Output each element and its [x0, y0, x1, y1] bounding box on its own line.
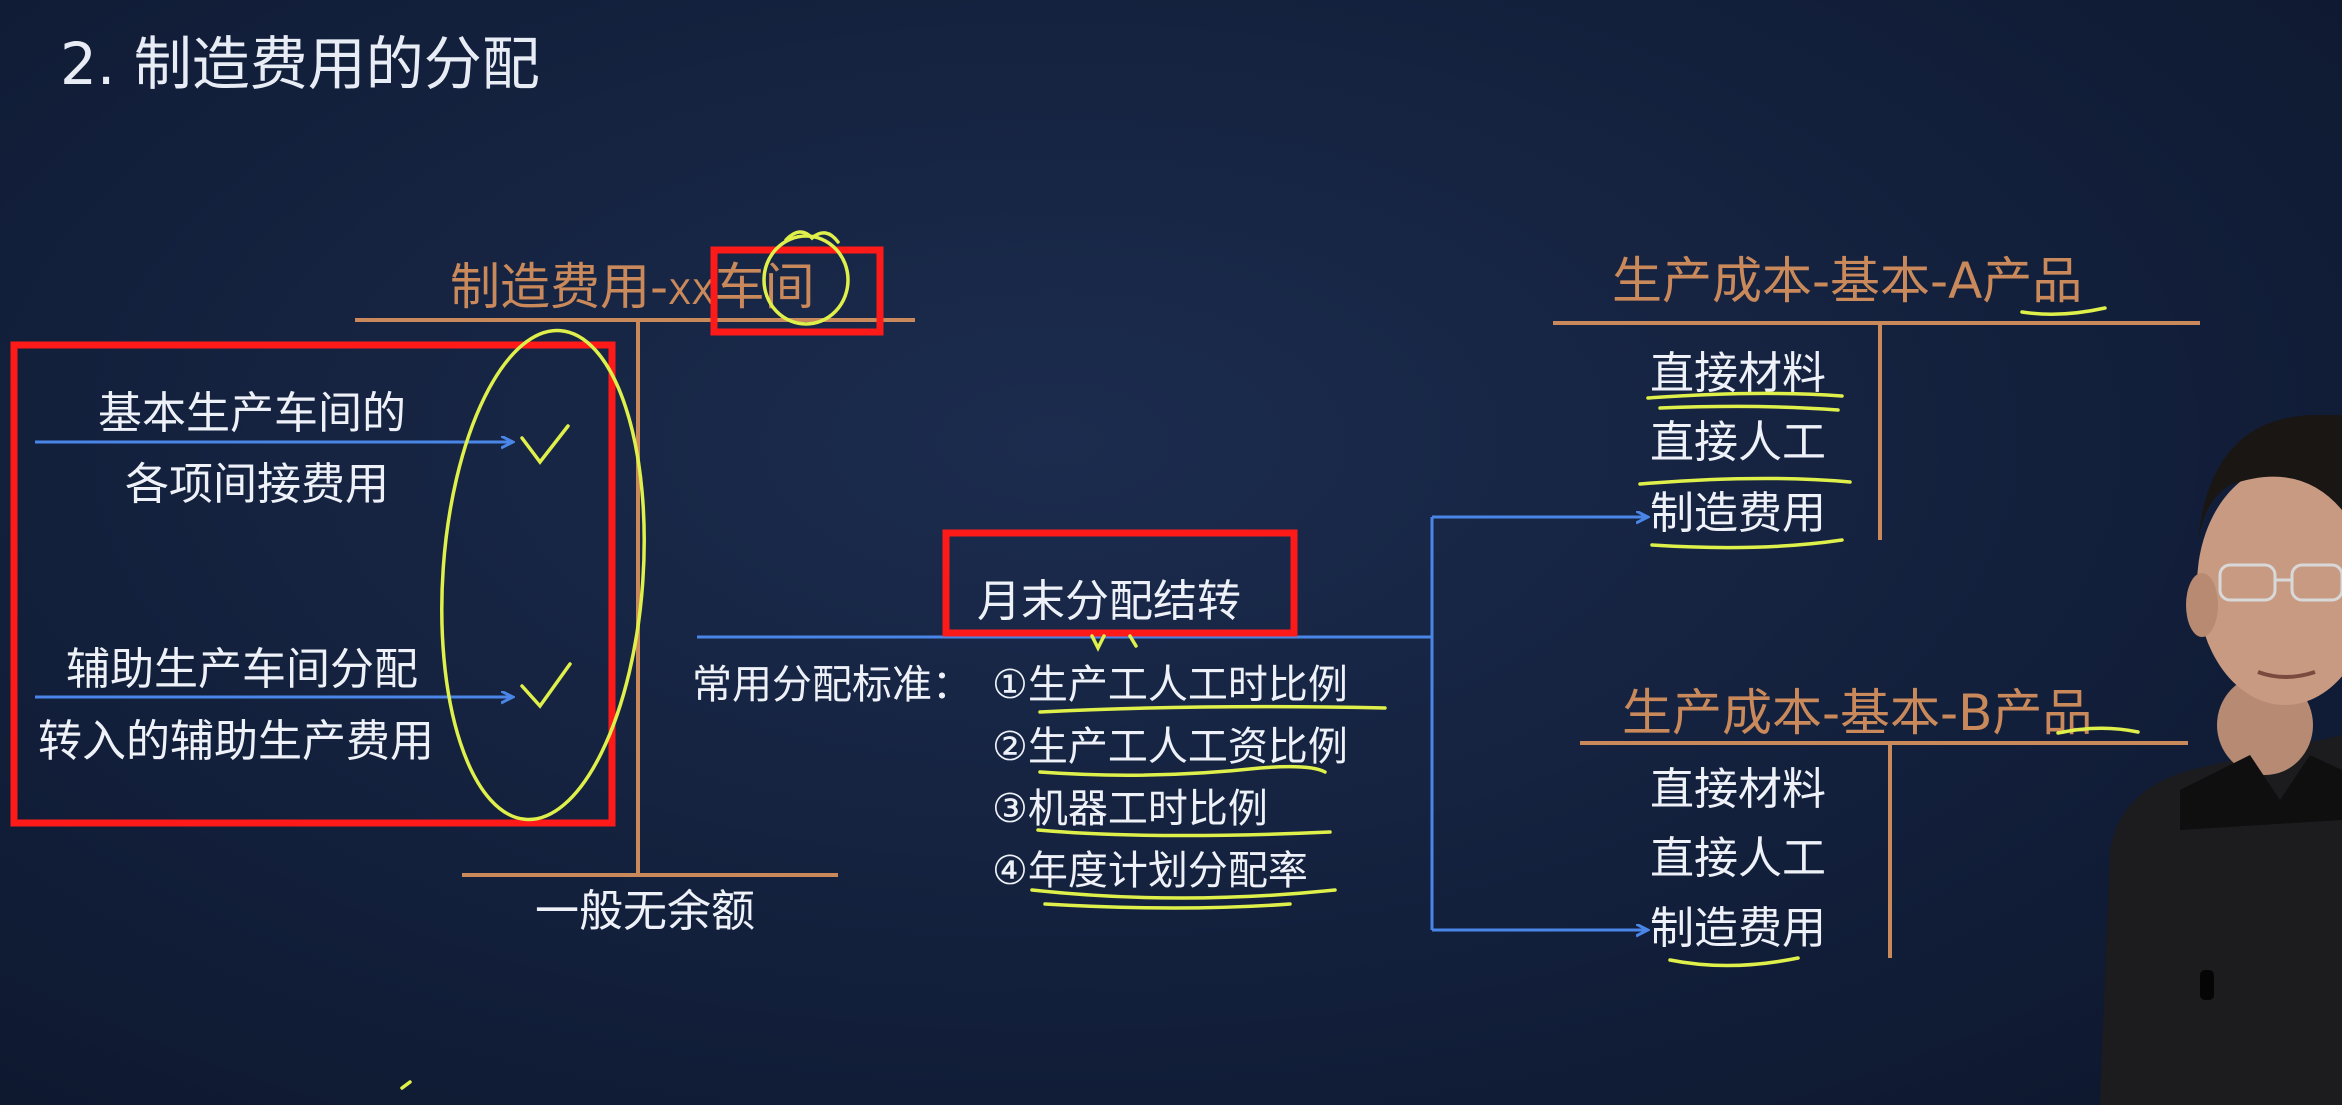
- product-b-item-2: 直接人工: [1650, 833, 1826, 884]
- balance-note: 一般无余额: [535, 886, 755, 937]
- debit-entry-2-line2: 转入的辅助生产费用: [38, 716, 434, 767]
- standard-1: ①生产工人工时比例: [992, 662, 1348, 708]
- underline-b-item-3: [1668, 956, 1800, 968]
- presenter-body: [2100, 735, 2342, 1105]
- overhead-account-xx: XX: [668, 273, 715, 313]
- workshop-squiggle-mark: [784, 230, 840, 244]
- product-a-item-1: 直接材料: [1650, 348, 1826, 399]
- overhead-account-prefix: 制造费用-: [450, 258, 669, 316]
- standard-4: ④年度计划分配率: [992, 848, 1308, 894]
- check-mark-2: [520, 662, 572, 709]
- transfer-tick-mark: [1090, 634, 1138, 652]
- product-a-title-product: A产品: [1948, 252, 2083, 310]
- product-b-item-3: 制造费用: [1650, 903, 1826, 954]
- presenter-collar: [2180, 755, 2342, 830]
- underline-a-item-2: [1638, 476, 1852, 486]
- standard-2: ②生产工人工资比例: [992, 724, 1348, 770]
- page-title: 2. 制造费用的分配: [60, 30, 540, 98]
- presenter-microphone: [2200, 970, 2214, 1000]
- presenter-glasses: [2218, 563, 2342, 602]
- highlight-box-workshop: [710, 246, 884, 336]
- stray-mark: [400, 1080, 412, 1090]
- underline-a-item-3: [1650, 538, 1844, 550]
- highlight-box-debit-side: [10, 341, 616, 827]
- underline-standard-1: [1038, 704, 1387, 714]
- transfer-label: 月末分配结转: [977, 576, 1241, 627]
- product-b-title: 生产成本-基本-B产品: [1622, 688, 2092, 738]
- product-a-item-2: 直接人工: [1650, 417, 1826, 468]
- underline-standard-3: [1036, 828, 1332, 838]
- presenter-mouth: [2257, 670, 2316, 679]
- underline-b-product: [2056, 726, 2140, 735]
- standards-label: 常用分配标准：: [692, 662, 972, 708]
- standard-3: ③机器工时比例: [992, 786, 1268, 832]
- underline-a-item-1: [1646, 391, 1844, 412]
- underline-a-product: [2020, 306, 2107, 316]
- presenter-ear: [2186, 573, 2218, 637]
- workshop-circle-mark: [762, 234, 850, 326]
- product-a-title: 生产成本-基本-A产品: [1612, 256, 2082, 306]
- debit-entry-1-line1: 基本生产车间的: [98, 388, 406, 439]
- presenter-image: [2100, 415, 2342, 1105]
- highlight-box-transfer: [942, 529, 1298, 637]
- product-a-item-3: 制造费用: [1650, 488, 1826, 539]
- debit-entry-1-line2: 各项间接费用: [125, 459, 389, 510]
- presenter-head: [2197, 465, 2342, 705]
- product-a-title-main: 生产成本-基本-: [1612, 252, 1949, 310]
- product-b-title-main: 生产成本-基本-: [1622, 684, 1959, 742]
- check-mark-1: [520, 424, 570, 465]
- presenter-hair: [2198, 415, 2342, 540]
- debit-side-ellipse-mark: [440, 328, 646, 822]
- handwritten-marks: [400, 230, 2140, 1090]
- product-b-item-1: 直接材料: [1650, 764, 1826, 815]
- underline-standard-2: [1038, 764, 1327, 777]
- underline-standard-4: [1030, 888, 1337, 910]
- debit-entry-2-line1: 辅助生产车间分配: [66, 644, 418, 695]
